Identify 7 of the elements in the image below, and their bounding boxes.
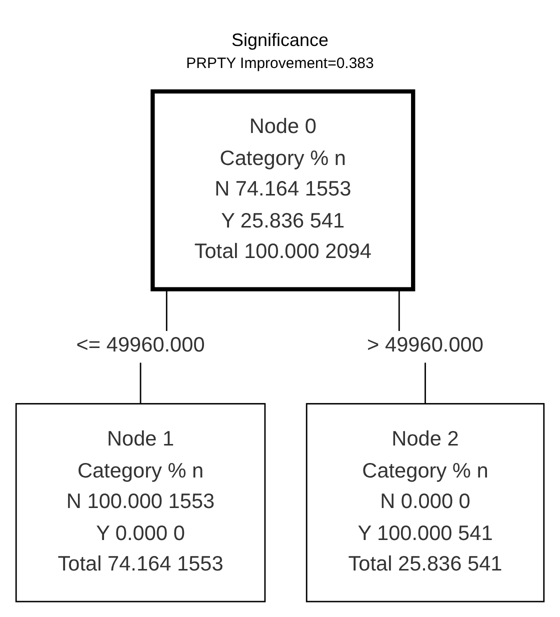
split-label: PRPTY Improvement=0.383 [186,55,374,72]
node-box: Node 0 Category % n N 74.164 1553 Y 25.836 541 Total 100.000 2094 [150,89,416,292]
node-box: Node 1 Category % n N 100.000 1553 Y 0.000 0 Total 74.164 1553 [15,403,266,602]
node-box: Node 2 Category % n N 0.000 0 Y 100.000 541 Total 25.836 541 [306,403,545,602]
diagram-title: Significance [231,30,329,51]
edge-label: > 49960.000 [367,334,484,358]
edge-label: <= 49960.000 [76,334,205,358]
